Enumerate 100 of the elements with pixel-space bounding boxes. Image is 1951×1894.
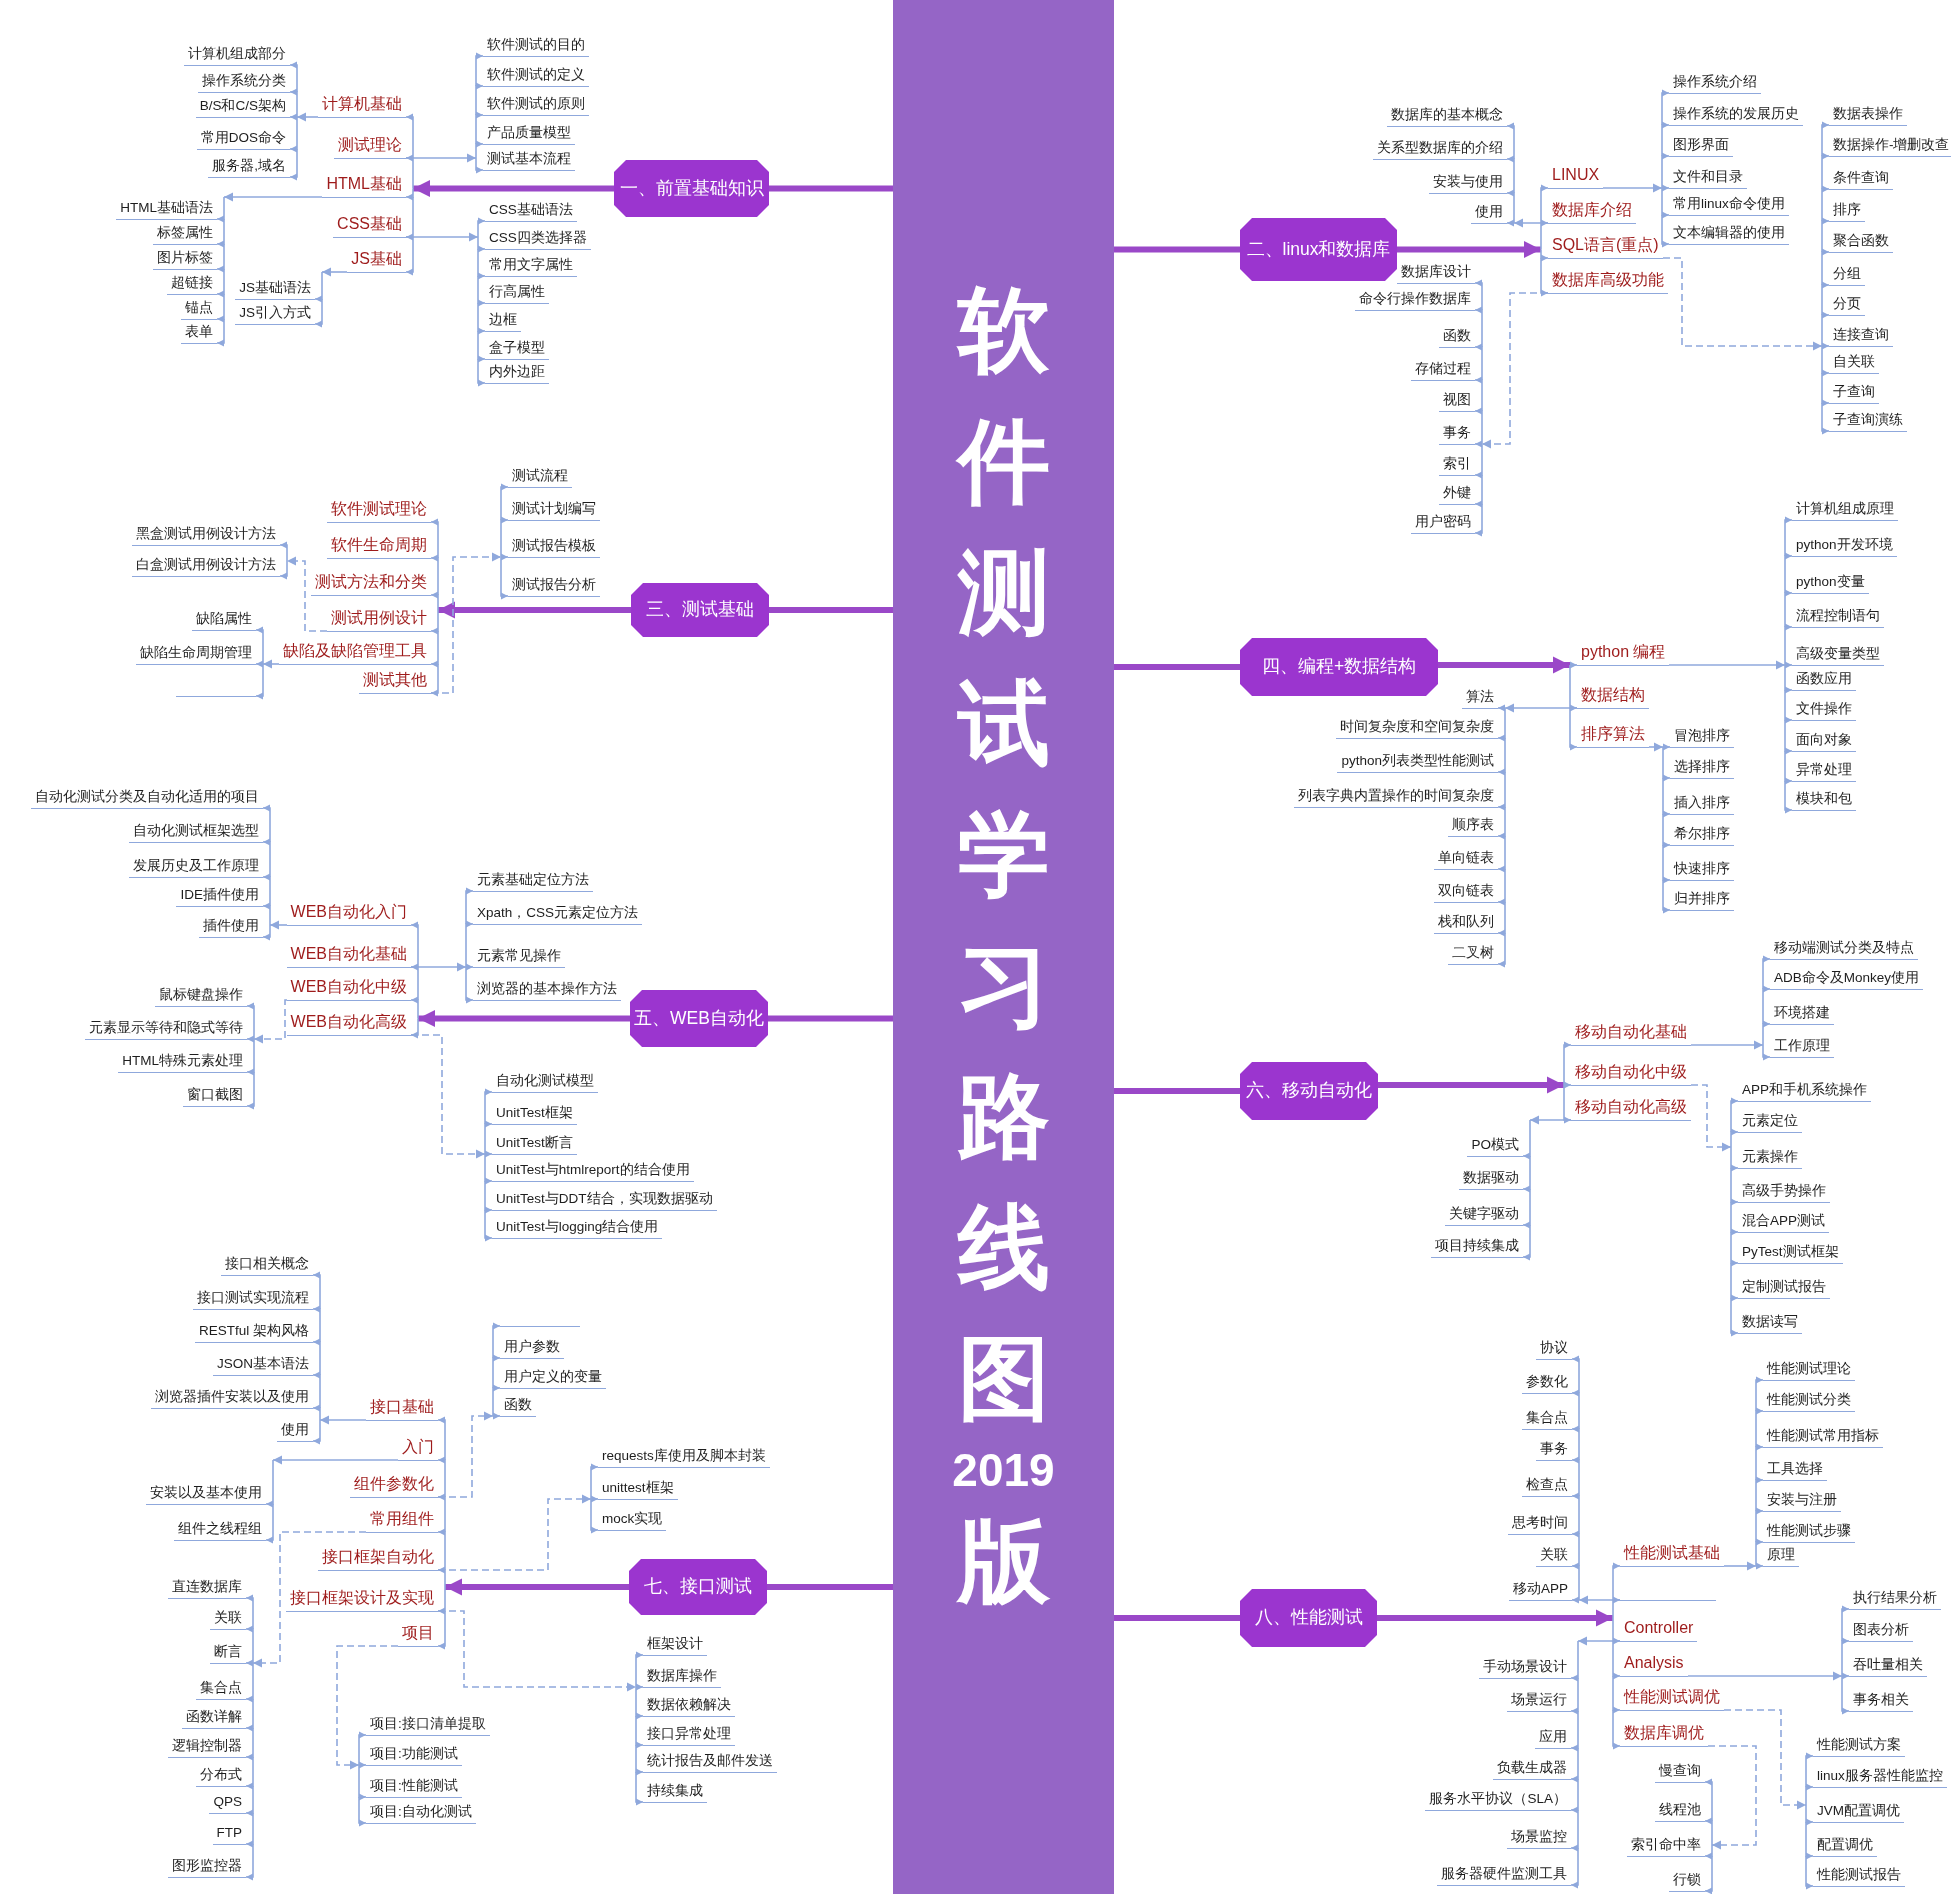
leaf-label: 时间复杂度和空间复杂度 [1336,717,1498,739]
leaf-label: 集合点 [1522,1408,1572,1430]
connector-arrow [1378,1041,1572,1124]
leaf-label: JSON基本语法 [213,1354,313,1376]
branch-label: 移动自动化中级 [1571,1060,1691,1086]
leaf-label: 环境搭建 [1770,1003,1834,1025]
leaf-label: 思考时间 [1508,1513,1572,1535]
leaf-label: 性能测试步骤 [1763,1521,1855,1543]
leaf-label: requests库使用及脚本封装 [598,1446,770,1468]
leaf-label: 软件测试的原则 [483,94,589,116]
leaf-label: 性能测试报告 [1813,1865,1905,1887]
leaf-label: 希尔排序 [1670,824,1734,846]
leaf-label: 事务 [1536,1439,1572,1461]
leaf-label: 项目:性能测试 [366,1776,462,1798]
connector-arrow [314,267,348,328]
connector-arrow [265,1455,399,1544]
connector-arrow [1662,121,1830,435]
leaf-label: 慢查询 [1655,1761,1705,1783]
leaf-label: mock实现 [598,1509,667,1531]
leaf-label: 服务器,域名 [208,156,290,178]
leaf-label: JVM配置调优 [1813,1801,1904,1823]
branch-label: HTML基础 [322,172,406,198]
leaf-label: 文件操作 [1792,699,1856,721]
leaf-label: 图形界面 [1669,135,1733,157]
leaf-label: 鼠标键盘操作 [155,985,247,1007]
leaf-label: 选择排序 [1670,757,1734,779]
leaf-label: 工作原理 [1770,1036,1834,1058]
leaf-label: 黑盒测试用例设计方法 [132,524,280,546]
leaf-label: 移动APP [1509,1579,1572,1601]
connector-arrow [405,52,484,174]
leaf-label: 服务水平协议（SLA） [1425,1789,1571,1811]
leaf-label: 项目:功能测试 [366,1744,462,1766]
leaf-label: 测试计划编写 [508,499,600,521]
leaf-label: python列表类型性能测试 [1337,751,1498,773]
leaf-label: 逻辑控制器 [168,1736,246,1758]
leaf-label: 命令行操作数据库 [1355,289,1475,311]
leaf-label: 测试报告模板 [508,536,600,558]
leaf-label: QPS [209,1792,246,1814]
leaf-label: 分组 [1829,264,1865,286]
branch-label: 数据库介绍 [1548,198,1636,224]
connector-arrow [1648,742,1671,914]
leaf-label: 数据驱动 [1459,1168,1523,1190]
branch-label: 接口框架自动化 [318,1545,438,1571]
leaf-label: unittest框架 [598,1478,678,1500]
leaf-label: 数据库的基本概念 [1387,105,1507,127]
leaf-label: 外键 [1439,483,1475,505]
leaf-label: 连接查询 [1829,325,1893,347]
branch-label: python 编程 [1577,640,1670,666]
connector-arrow [410,921,630,1039]
connector-arrow [410,887,474,1004]
leaf-label: 线程池 [1655,1800,1705,1822]
leaf-label: 移动端测试分类及特点 [1770,938,1918,960]
leaf-label: 数据库设计 [1397,262,1475,284]
leaf-label: 产品质量模型 [483,123,575,145]
leaf-label: 函数详解 [182,1707,246,1729]
branch-label: Analysis [1620,1651,1688,1677]
branch-label: 接口基础 [366,1395,438,1421]
connector-arrow [245,1531,367,1881]
connector-arrow [1690,1084,1739,1337]
leaf-label: 数据库操作 [643,1666,721,1688]
leaf-label: 内外边距 [485,362,549,384]
leaf-label: 面向对象 [1792,730,1856,752]
leaf-label: 检查点 [1522,1475,1572,1497]
leaf-label: 项目:自动化测试 [366,1802,476,1824]
branch-label: 测试理论 [334,133,406,159]
leaf-label: 窗口截图 [183,1085,247,1107]
leaf-label: 用户参数 [500,1337,564,1359]
leaf-label: UnitTest断言 [492,1133,577,1155]
leaf-label: 栈和队列 [1434,912,1498,934]
leaf-label: 异常处理 [1792,760,1856,782]
connector-arrow [437,1463,599,1571]
leaf-label: 吞吐量相关 [1849,1655,1927,1677]
leaf-label: 操作系统介绍 [1669,72,1761,94]
leaf-label: 用户定义的变量 [500,1367,606,1389]
leaf-label: 快速排序 [1670,859,1734,881]
leaf-label: 插入排序 [1670,793,1734,815]
leaf-label: 执行结果分析 [1849,1588,1941,1610]
leaf-label: 模块和包 [1792,789,1856,811]
leaf-label: 配置调优 [1813,1835,1877,1857]
leaf-label: 常用linux命令使用 [1669,194,1789,216]
leaf-label: 软件测试的定义 [483,65,589,87]
leaf-label: IDE插件使用 [176,885,263,907]
leaf-label: 存储过程 [1411,359,1475,381]
leaf-label: 直连数据库 [168,1577,246,1599]
leaf-label: 关联 [210,1608,246,1630]
leaf-label: 场景运行 [1507,1690,1571,1712]
leaf-label: 性能测试分类 [1763,1390,1855,1412]
leaf-label: 数据表操作 [1829,104,1907,126]
leaf-label: 浏览器插件安装以及使用 [151,1387,313,1409]
connector-arrow [1687,1605,1850,1715]
leaf-label: 自关联 [1829,352,1879,374]
connector-arrow [279,541,328,632]
leaf-label: 事务相关 [1849,1690,1913,1712]
leaf-label: 二叉树 [1448,943,1498,965]
leaf-label: 行高属性 [485,282,549,304]
connector-arrow [255,626,280,700]
leaf-label: 框架设计 [643,1634,707,1656]
connector-arrow [216,192,323,347]
branch-label: 移动自动化基础 [1571,1020,1691,1046]
leaf-label: python变量 [1792,572,1869,594]
